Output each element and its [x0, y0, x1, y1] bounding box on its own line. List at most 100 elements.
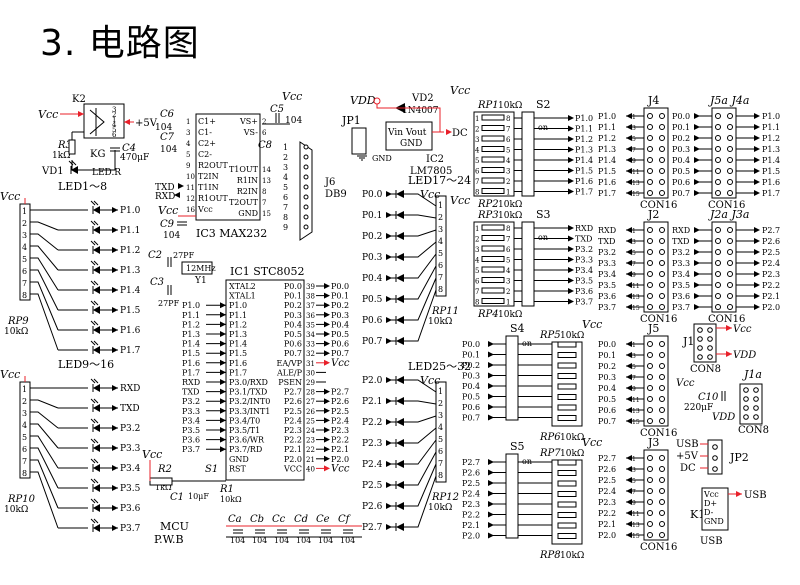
led-icon [90, 200, 100, 214]
vd1-ref: VD1 [41, 166, 64, 177]
rp-pin: 6 [22, 445, 27, 454]
dc-label: DC [680, 463, 696, 474]
mcu-sig: P1.7 [182, 368, 200, 377]
max232-ref: IC3 MAX232 [196, 227, 267, 240]
led-pin-label: P3.4 [120, 464, 141, 474]
mcu-sig: P1.4 [182, 340, 200, 349]
ic-pin-name: C1+ [198, 117, 216, 126]
rp-pin: 7 [22, 279, 27, 288]
con-pin-label: P1.1 [762, 123, 780, 132]
mcu-out-sig: P0.7 [331, 349, 349, 358]
con-pin-label: P3.6 [598, 292, 616, 301]
ic-pin-name: T2OUT [229, 198, 259, 207]
rp-pin: 1 [22, 385, 27, 394]
rp-pin: 8 [475, 299, 479, 307]
led-pin-label: P1.2 [120, 246, 140, 256]
switch-pin: 2 [112, 111, 116, 119]
rp-pin: 4 [506, 157, 511, 165]
dip-pin-label: P2.0 [462, 532, 480, 541]
rp-pin: 3 [475, 246, 479, 254]
mcu-sig: P3.7 [182, 445, 200, 454]
con-pin-num: 13 [632, 294, 640, 301]
mcu-pin-num: 32 [306, 350, 315, 358]
con-pin-label: P0.5 [672, 167, 690, 176]
con-pin-num: 5 [632, 136, 636, 143]
rp-pin: 8 [22, 291, 27, 300]
mcu-pin-num: 22 [306, 446, 315, 454]
rp-pin: 6 [506, 136, 511, 144]
dip-pin-label: P1.0 [575, 114, 593, 123]
con-pin-label: P2.4 [598, 487, 616, 496]
rp-pin: 3 [506, 278, 510, 286]
rp-pin: 6 [438, 261, 443, 270]
p5v-label: +5V [135, 118, 158, 129]
dip-pin-label: P3.4 [575, 266, 593, 275]
switch-pin: 1 [112, 116, 116, 124]
mcu-pin-name: P3.4/T0 [229, 416, 260, 425]
con-pin-label: P3.3 [598, 259, 616, 268]
mcu-pin-name: EA/VP [277, 359, 303, 368]
ic-pin-num: 3 [186, 129, 190, 137]
rp-value: 10kΩ [560, 551, 584, 561]
led-group-1-8: LED1～812345678VccP1.0P1.1P1.2P1.3P1.4P1.… [0, 180, 141, 356]
con-pin-label: P0.2 [672, 134, 690, 143]
dcap-value: 104 [340, 536, 355, 545]
rp-pin: 7 [475, 178, 479, 186]
mcu-out-sig: P0.4 [331, 320, 349, 329]
con-pin-num: 3 [632, 125, 636, 132]
rp-pin: 2 [475, 126, 479, 134]
rp-pin: 3 [475, 136, 479, 144]
con-pin-label: P0.5 [598, 395, 616, 404]
led-icon [90, 398, 100, 412]
con-pin-label: P0.0 [672, 112, 690, 121]
led-pin-label: P1.4 [120, 286, 141, 296]
rp-ref: RP6 [539, 432, 561, 443]
rp-pin: 4 [438, 423, 443, 432]
mcu-pin-name: P1.5 [229, 349, 247, 358]
vdd-label: VDD [712, 412, 735, 423]
db9-pin: 4 [283, 173, 288, 182]
dip-pin-label: P0.3 [462, 372, 480, 381]
con-pin-label: P2.7 [598, 454, 616, 463]
con-pin-num: 3 [632, 353, 636, 360]
rp-pin: 2 [506, 288, 510, 296]
mcu-pin-name: P2.6 [284, 397, 302, 406]
mcu-pin-name: P1.6 [229, 359, 247, 368]
led-icon [90, 378, 100, 392]
c4-value: 470μF [120, 153, 149, 163]
rp-pin: 8 [438, 471, 443, 480]
rp-pin: 3 [438, 411, 443, 420]
rp-value: 10kΩ [498, 101, 522, 111]
con-pin-num: 15 [632, 191, 640, 198]
ic-pin-name: GND [238, 209, 258, 218]
mcu-pin-num: 37 [306, 302, 315, 310]
con-pin-label: P3.7 [672, 303, 690, 312]
con-ref: J5 [647, 322, 659, 335]
vdd-label: VDD [733, 350, 756, 361]
mcu-pin-name: P0.2 [284, 301, 302, 310]
ic-pin-name: R1IN [237, 176, 258, 185]
led-icon [90, 320, 100, 334]
mcu-out-sig: P2.5 [331, 407, 349, 416]
switch-pin: 5 [112, 126, 116, 134]
rp-pin: 4 [475, 257, 480, 265]
vcc-label: Vcc [38, 108, 58, 121]
cap-ref: C6 [160, 109, 175, 120]
mcu-sig: P1.0 [182, 301, 200, 310]
vcc-label: Vcc [420, 188, 440, 201]
rp-pin: 7 [438, 459, 443, 468]
ic-pin-num: 11 [186, 184, 195, 192]
mcu-sig: P1.1 [182, 311, 200, 320]
rp-pin: 3 [506, 168, 510, 176]
con-name: CON16 [640, 314, 677, 325]
ic-pin-name: T2IN [198, 172, 219, 181]
usb-pin: Vcc [703, 490, 719, 499]
rp-pin: 5 [438, 249, 443, 258]
rp-pin: 1 [506, 299, 510, 307]
rp-pin: 2 [475, 236, 479, 244]
